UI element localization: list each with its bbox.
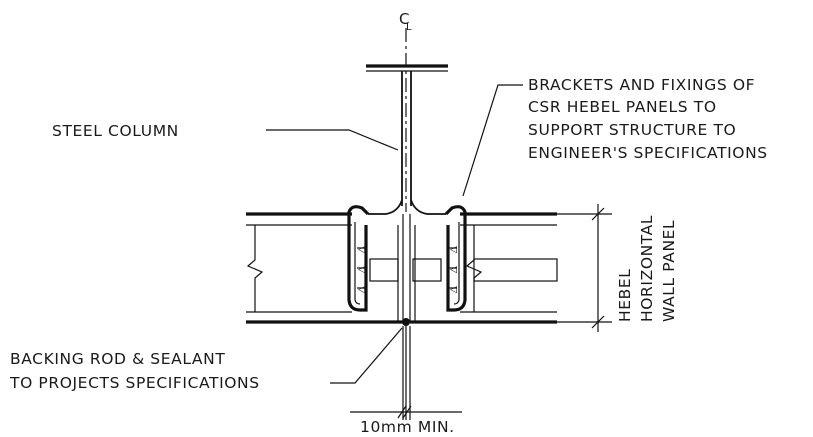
brackets-note-line-1: BRACKETS AND FIXINGS OF	[528, 76, 755, 94]
panel-height-dimension	[557, 204, 612, 332]
panel-note-line-1: HEBEL	[616, 268, 634, 322]
svg-text:◁: ◁	[450, 285, 457, 295]
centerline-symbol: C	[399, 10, 409, 28]
left-bracket: ◁ ◁ ◁	[347, 205, 370, 312]
right-slot	[473, 258, 558, 282]
brackets-note-line-4: ENGINEER'S SPECIFICATIONS	[528, 144, 768, 162]
centerline-marker: C L	[399, 10, 412, 212]
svg-text:L: L	[406, 22, 412, 33]
svg-text:◁: ◁	[358, 265, 365, 275]
svg-text:◁: ◁	[450, 265, 457, 275]
gap-dimension	[350, 405, 462, 419]
steel-column	[366, 64, 448, 215]
backing-rod-note-line-1: BACKING ROD & SEALANT	[10, 350, 225, 368]
brackets-note-line-3: SUPPORT STRUCTURE TO	[528, 121, 736, 139]
steel-column-label: STEEL COLUMN	[52, 122, 179, 140]
right-bracket: ◁ ◁ ◁	[444, 205, 467, 312]
svg-text:◁: ◁	[358, 245, 365, 255]
brackets-note-line-2: CSR HEBEL PANELS TO	[528, 98, 717, 116]
left-wall-panel	[246, 212, 404, 324]
leader-lines	[266, 84, 523, 384]
panel-note-line-2: HORIZONTAL	[638, 215, 656, 322]
gap-dimension-label: 10mm MIN.	[360, 418, 455, 436]
panel-note-line-3: WALL PANEL	[660, 220, 678, 322]
svg-text:◁: ◁	[450, 245, 457, 255]
right-wall-panel	[409, 212, 558, 324]
backing-rod-note-line-2: TO PROJECTS SPECIFICATIONS	[9, 374, 260, 392]
svg-text:◁: ◁	[358, 285, 365, 295]
backing-rod-joint	[402, 318, 411, 420]
